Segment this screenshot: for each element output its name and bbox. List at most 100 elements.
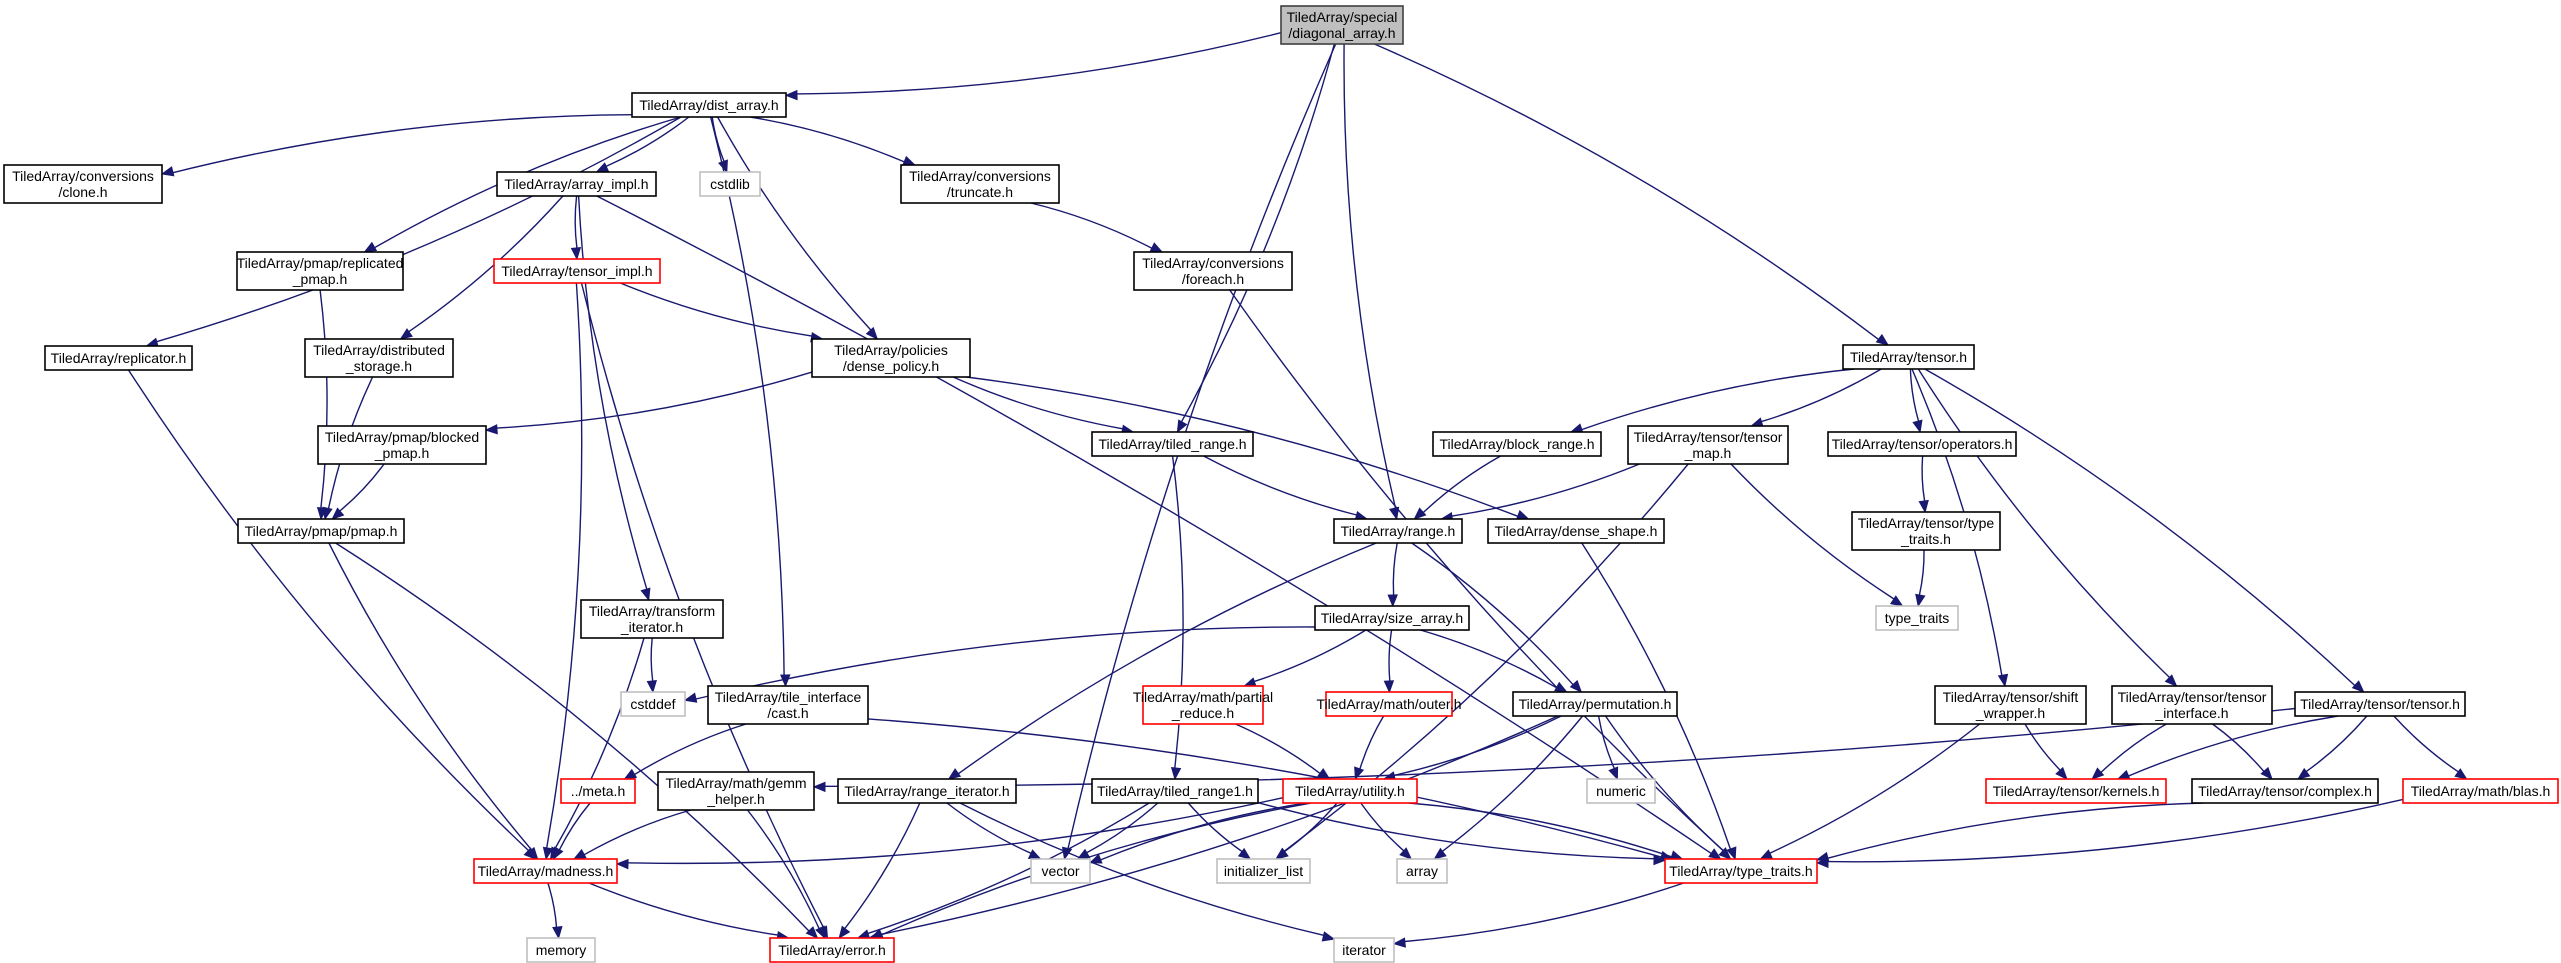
- arrowhead-icon: [595, 162, 610, 173]
- arrowhead-icon: [542, 846, 554, 861]
- node-transform-iterator[interactable]: TiledArray/transform_iterator.h: [580, 599, 724, 639]
- node-clone[interactable]: TiledArray/conversions/clone.h: [3, 164, 163, 204]
- arrowhead-icon: [1997, 673, 2009, 688]
- edge-operators-to-tensor_type_traits: [1918, 455, 1929, 514]
- edge-line: [1924, 368, 2356, 687]
- edge-line: [1388, 629, 1393, 682]
- arrowhead-icon: [552, 846, 564, 861]
- edge-array_impl-to-transform_iterator: [577, 195, 651, 602]
- node-truncate[interactable]: TiledArray/conversions/truncate.h: [900, 164, 1060, 204]
- arrowhead-icon: [1387, 594, 1398, 608]
- node-distributed-storage[interactable]: TiledArray/distributed_storage.h: [304, 338, 454, 378]
- arrowhead-icon: [1759, 849, 1774, 860]
- node-box: [620, 691, 686, 717]
- node-tensor[interactable]: TiledArray/tensor.h: [1842, 344, 1975, 370]
- node-tensor-type-traits[interactable]: TiledArray/tensor/type_traits.h: [1851, 511, 2001, 551]
- node-block-range[interactable]: TiledArray/block_range.h: [1432, 431, 1602, 457]
- node-size-array[interactable]: TiledArray/size_array.h: [1314, 605, 1470, 631]
- edge-tensor_tensor-to-blas: [2393, 715, 2468, 780]
- arrowhead-icon: [784, 89, 798, 101]
- arrowhead-icon: [331, 507, 345, 520]
- edge-range_iterator-to-iterator: [959, 802, 1336, 942]
- node-dense-policy[interactable]: TiledArray/policies/dense_policy.h: [811, 338, 971, 378]
- node-range[interactable]: TiledArray/range.h: [1333, 518, 1463, 544]
- node-replicator[interactable]: TiledArray/replicator.h: [44, 345, 193, 371]
- edge-utility-to-initializer_list: [1275, 802, 1338, 860]
- edge-dense_policy-to-tiled_range: [952, 376, 1135, 435]
- node-kernels[interactable]: TiledArray/tensor/kernels.h: [1985, 778, 2167, 804]
- edge-line: [1909, 368, 1920, 422]
- edge-blocked_pmap-to-pmap: [331, 463, 385, 520]
- node-label: TiledArray/math/gemm: [665, 775, 806, 791]
- node-box: [1396, 858, 1448, 884]
- edge-line: [716, 116, 872, 331]
- edge-tiled_range1-to-error: [856, 802, 1150, 940]
- edge-line: [1360, 802, 1405, 852]
- node-label: TiledArray/conversions: [1142, 255, 1284, 271]
- node-tensor-map[interactable]: TiledArray/tensor/tensor_map.h: [1627, 425, 1789, 465]
- edge-tensor_interface-to-complex: [2212, 723, 2273, 780]
- node-foreach[interactable]: TiledArray/conversions/foreach.h: [1133, 251, 1293, 291]
- node-initializer-list: initializer_list: [1216, 858, 1311, 884]
- node-outer[interactable]: TiledArray/math/outer.h: [1317, 691, 1462, 717]
- node-label: numeric: [1596, 783, 1646, 799]
- node-dense-shape[interactable]: TiledArray/dense_shape.h: [1487, 518, 1665, 544]
- node-type-traits-h[interactable]: TiledArray/type_traits.h: [1664, 858, 1818, 884]
- edge-complex-to-type_traits_h: [1815, 802, 2204, 862]
- node-label: TiledArray/tensor/tensor.h: [2300, 696, 2460, 712]
- edge-size_array-to-permutation: [1420, 629, 1568, 693]
- node-label: TiledArray/error.h: [778, 942, 886, 958]
- node-operators[interactable]: TiledArray/tensor/operators.h: [1827, 431, 2017, 457]
- node-madness[interactable]: TiledArray/madness.h: [473, 858, 618, 884]
- node-label: TiledArray/conversions: [909, 168, 1051, 184]
- node-pmap[interactable]: TiledArray/pmap/pmap.h: [237, 518, 405, 544]
- node-error[interactable]: TiledArray/error.h: [769, 937, 895, 963]
- node-box: [1627, 425, 1789, 465]
- node-array-impl[interactable]: TiledArray/array_impl.h: [496, 171, 657, 197]
- node-label: TiledArray/math/blas.h: [2411, 783, 2551, 799]
- node-tensor-impl[interactable]: TiledArray/tensor_impl.h: [493, 258, 661, 284]
- node-label: TiledArray/utility.h: [1295, 783, 1405, 799]
- node-label: TiledArray/tensor/tensor: [1634, 429, 1783, 445]
- node-label: _interface.h: [2154, 705, 2228, 721]
- node-label: TiledArray/dist_array.h: [639, 97, 778, 113]
- arrowhead-icon: [572, 848, 587, 860]
- node-permutation[interactable]: TiledArray/permutation.h: [1512, 691, 1678, 717]
- node-tensor-interface[interactable]: TiledArray/tensor/tensor_interface.h: [2111, 685, 2273, 725]
- arrowhead-icon: [683, 692, 698, 703]
- edge-dist_array-to-cstdlib: [711, 116, 728, 174]
- node-dist-array[interactable]: TiledArray/dist_array.h: [631, 92, 787, 118]
- node-partial-reduce[interactable]: TiledArray/math/partial_reduce.h: [1133, 685, 1273, 725]
- edge-size_array-to-cstddef: [683, 626, 1316, 703]
- node-blas[interactable]: TiledArray/math/blas.h: [2402, 778, 2559, 804]
- edge-shift_wrapper-to-kernels: [2024, 723, 2068, 780]
- edge-line: [844, 802, 921, 930]
- node-complex[interactable]: TiledArray/tensor/complex.h: [2191, 778, 2379, 804]
- edge-line: [824, 707, 2296, 788]
- node-utility[interactable]: TiledArray/utility.h: [1282, 778, 1418, 804]
- node-numeric: numeric: [1586, 778, 1656, 804]
- node-tiled-range1[interactable]: TiledArray/tiled_range1.h: [1091, 778, 1259, 804]
- node-gemm-helper[interactable]: TiledArray/math/gemm_helper.h: [657, 771, 815, 811]
- edge-line: [1422, 455, 1501, 514]
- node-box: [837, 778, 1017, 804]
- arrowhead-icon: [902, 155, 917, 166]
- node-tensor-tensor[interactable]: TiledArray/tensor/tensor.h: [2294, 691, 2466, 717]
- edge-line: [750, 116, 905, 163]
- node-replicated-pmap[interactable]: TiledArray/pmap/replicated_pmap.h: [236, 251, 404, 291]
- node-label: TiledArray/transform: [589, 603, 715, 619]
- node-label: TiledArray/size_array.h: [1321, 610, 1463, 626]
- edge-line: [156, 116, 682, 343]
- node-shift-wrapper[interactable]: TiledArray/tensor/shift_wrapper.h: [1934, 685, 2087, 725]
- node-box: [1280, 5, 1404, 45]
- node-meta[interactable]: ../meta.h: [560, 778, 636, 804]
- arrowhead-icon: [865, 326, 879, 340]
- node-range-iterator[interactable]: TiledArray/range_iterator.h: [837, 778, 1017, 804]
- node-blocked-pmap[interactable]: TiledArray/pmap/blocked_pmap.h: [317, 425, 487, 465]
- node-tiled-range[interactable]: TiledArray/tiled_range.h: [1091, 431, 1254, 457]
- node-cast[interactable]: TiledArray/tile_interface/cast.h: [707, 685, 869, 725]
- edge-replicated_pmap-to-pmap: [316, 289, 328, 521]
- node-root[interactable]: TiledArray/special/diagonal_array.h: [1280, 5, 1404, 45]
- node-box: [2402, 778, 2559, 804]
- node-box: [1664, 858, 1818, 884]
